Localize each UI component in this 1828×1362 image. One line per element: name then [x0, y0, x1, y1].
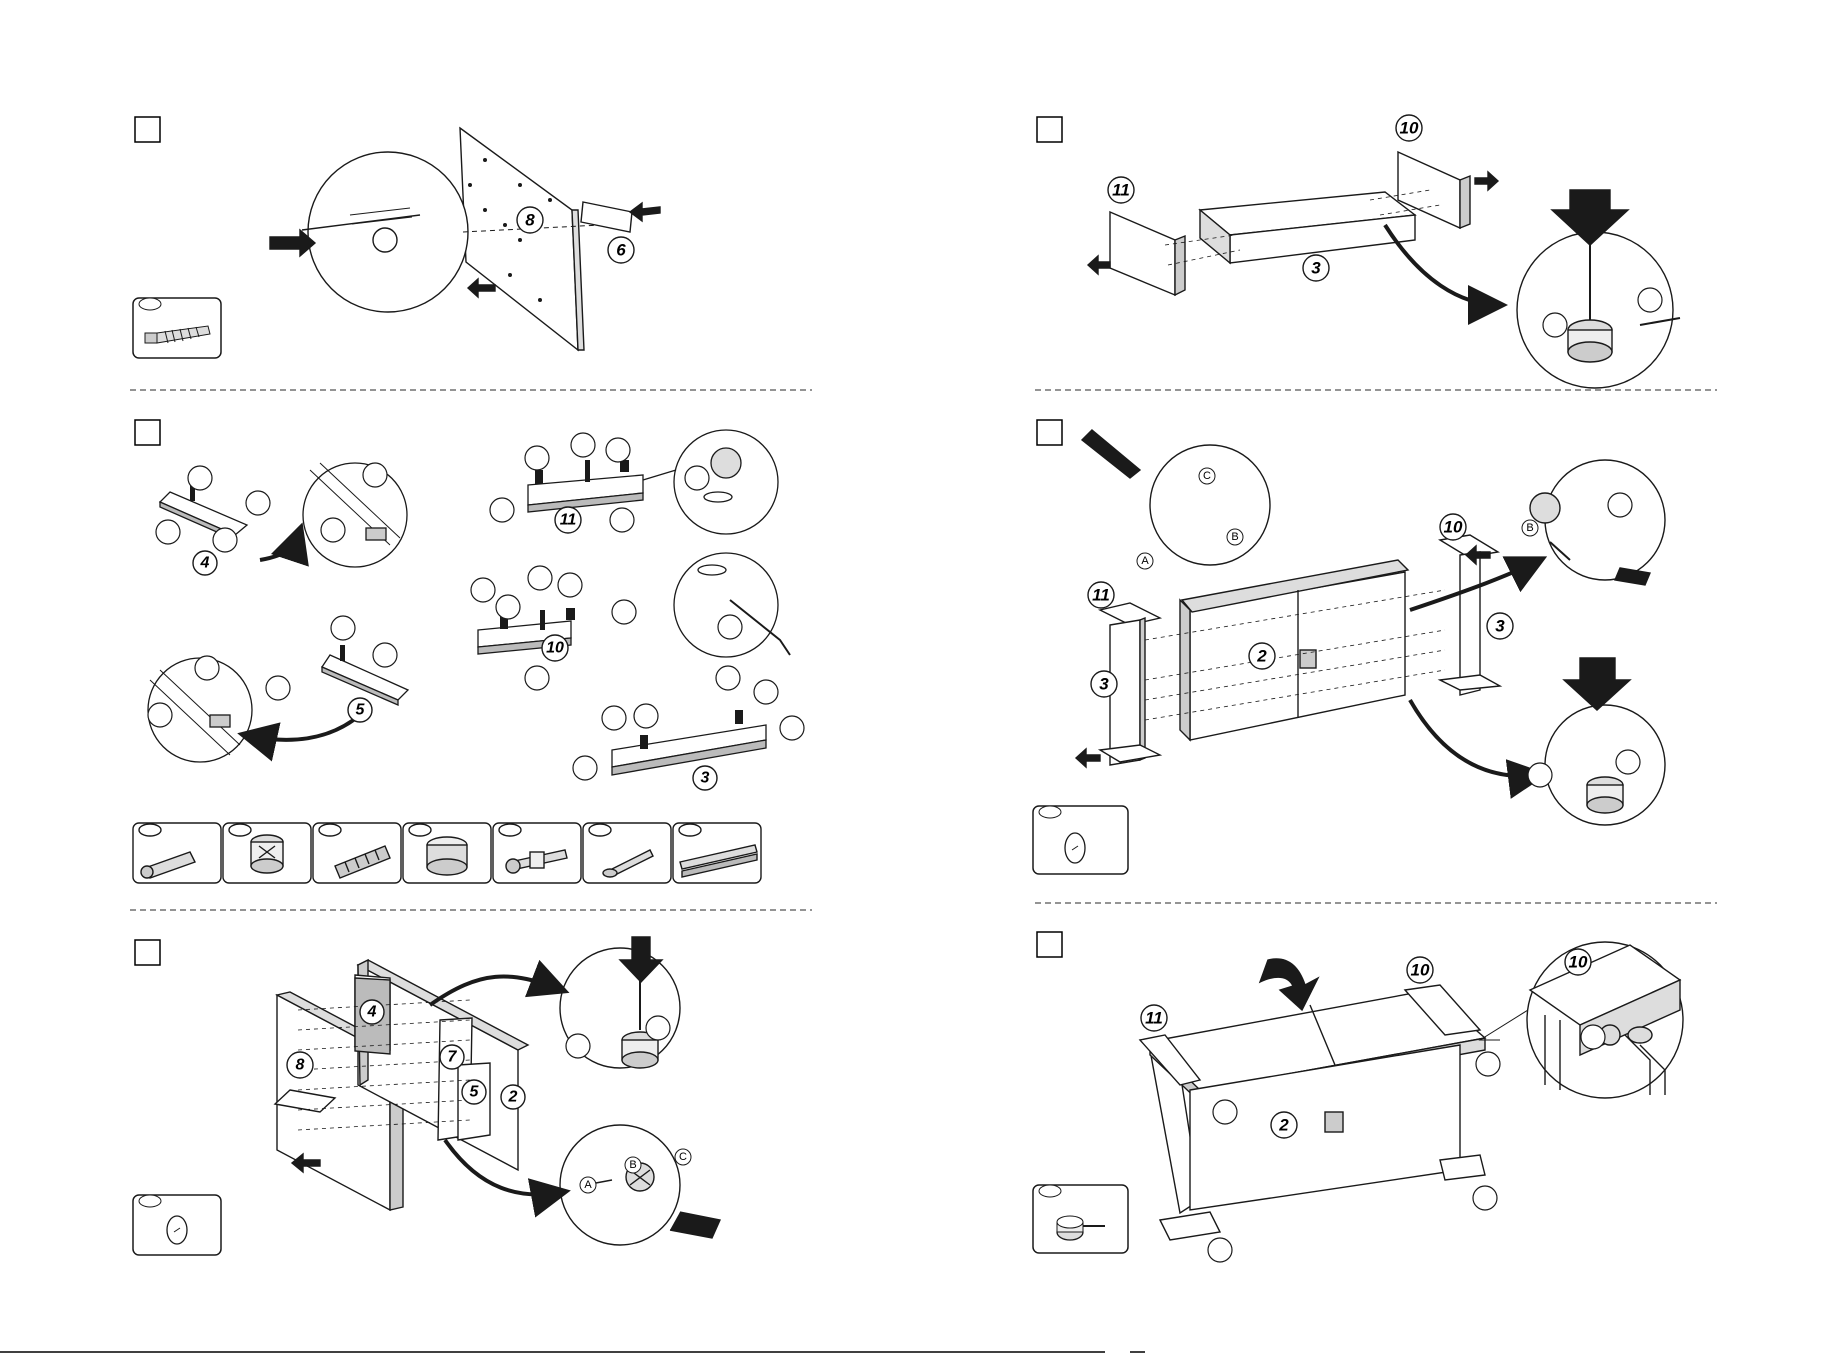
step-1-illustration — [270, 128, 660, 350]
letter-c: C — [679, 1151, 687, 1163]
part-label-3b: 3 — [1311, 259, 1321, 278]
letter-c2: C — [1203, 470, 1211, 482]
part-label-8: 8 — [525, 211, 535, 230]
step-1-detail-circle — [308, 152, 468, 312]
part-label-2: 2 — [508, 1089, 518, 1106]
part-label-10c: 10 — [1444, 518, 1463, 537]
part-label-5b: 5 — [470, 1084, 480, 1101]
letter-a: A — [584, 1179, 592, 1191]
part-label-11c: 11 — [1092, 586, 1110, 605]
cover-cap-icon — [167, 1216, 187, 1244]
step-box-6 — [1037, 932, 1062, 957]
step-1-hardware-box — [133, 298, 221, 358]
part-label-4: 4 — [200, 555, 210, 572]
cam-cylinder-icon — [427, 837, 467, 875]
letter-a2: A — [1141, 555, 1149, 567]
part-label-8b: 8 — [296, 1057, 305, 1074]
step-3-illustration — [275, 937, 720, 1245]
step-box-3 — [135, 940, 160, 965]
letter-b: B — [629, 1159, 636, 1171]
cover-cap-icon — [1065, 833, 1085, 863]
step-box-2 — [135, 420, 160, 445]
step-2-hardware-strip — [133, 823, 761, 883]
step-box-4 — [1037, 117, 1062, 142]
part-label-3: 3 — [701, 770, 710, 787]
part-label-3c: 3 — [1099, 675, 1109, 694]
part-label-2b: 2 — [1256, 647, 1267, 666]
part-label-2c: 2 — [1278, 1116, 1289, 1135]
part-label-7: 7 — [448, 1049, 458, 1066]
part-label-10b: 10 — [1400, 119, 1419, 138]
part-label-6: 6 — [616, 241, 626, 260]
step-box-1 — [135, 117, 160, 142]
cam-lock-icon — [251, 835, 283, 873]
step-5-illustration — [1076, 430, 1665, 825]
part-label-5: 5 — [356, 702, 366, 719]
letter-b2: B — [1231, 531, 1238, 543]
part-label-11b: 11 — [1112, 181, 1130, 200]
part-label-11: 11 — [560, 512, 577, 529]
step-5-hardware-box — [1033, 806, 1128, 874]
part-label-10e: 10 — [1569, 953, 1588, 972]
step-3-hardware-box — [133, 1195, 221, 1255]
step-6-hardware-box — [1033, 1185, 1128, 1253]
letter-b3: B — [1526, 522, 1533, 534]
step-4-illustration — [1088, 152, 1680, 388]
part-label-10: 10 — [546, 640, 564, 657]
part-label-4b: 4 — [367, 1004, 377, 1021]
part-label-10d: 10 — [1411, 961, 1430, 980]
step-box-5 — [1037, 420, 1062, 445]
part-label-11d: 11 — [1145, 1009, 1163, 1028]
step-6-illustration — [1140, 942, 1683, 1240]
part-label-3d: 3 — [1495, 617, 1505, 636]
